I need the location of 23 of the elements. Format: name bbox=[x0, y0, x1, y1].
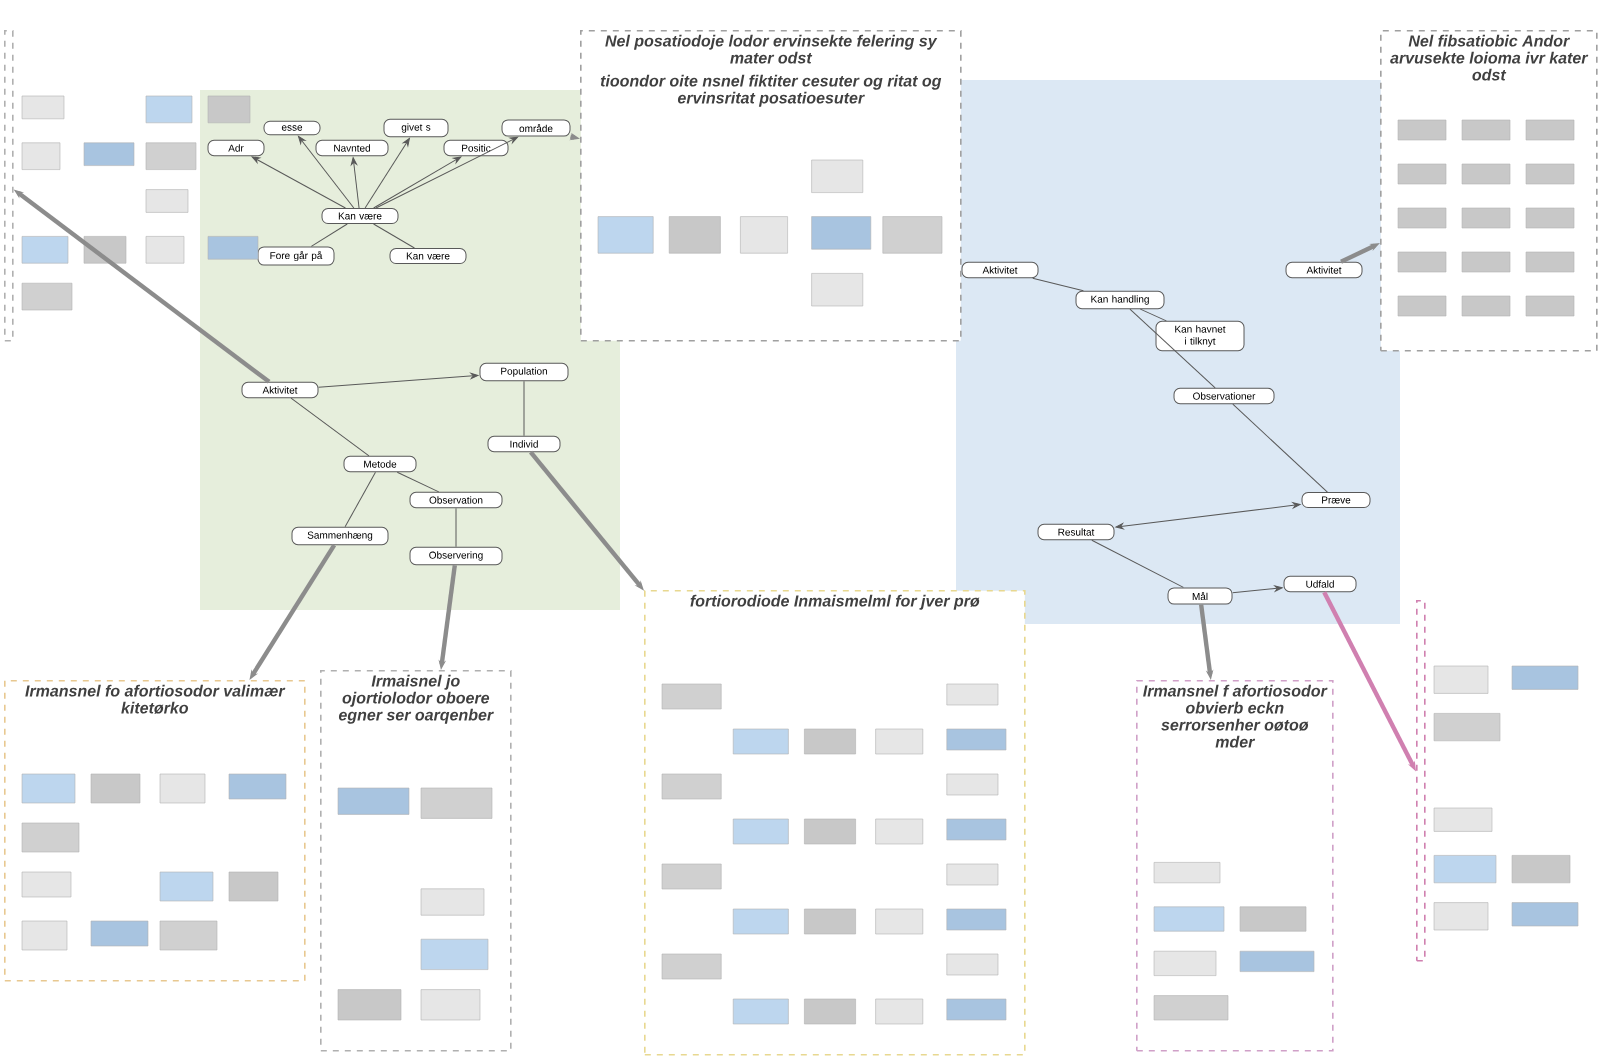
connector-arrow bbox=[364, 137, 410, 209]
connector-line bbox=[1091, 539, 1184, 588]
connector-arrow bbox=[1115, 502, 1301, 530]
connector-line bbox=[1129, 308, 1216, 389]
connector-arrow bbox=[1232, 585, 1283, 594]
connector-line bbox=[1032, 277, 1084, 292]
connector-arrow bbox=[251, 156, 346, 209]
connector-line bbox=[455, 507, 457, 548]
connector-line bbox=[523, 380, 525, 437]
connector-line bbox=[344, 471, 376, 528]
connector-arrow bbox=[373, 156, 462, 209]
connector-line bbox=[373, 223, 415, 249]
connector-arrow bbox=[375, 136, 519, 209]
connector-arrow bbox=[297, 135, 355, 209]
figure-panel bbox=[1416, 600, 1426, 962]
connector-line bbox=[1232, 403, 1328, 493]
connector-line bbox=[1139, 308, 1167, 322]
connector-arrow bbox=[350, 157, 360, 209]
figure-panel bbox=[4, 30, 14, 342]
connector-line bbox=[396, 471, 440, 493]
connector-line bbox=[310, 223, 348, 247]
connector-line bbox=[290, 397, 370, 457]
connector-arrow bbox=[318, 372, 479, 388]
